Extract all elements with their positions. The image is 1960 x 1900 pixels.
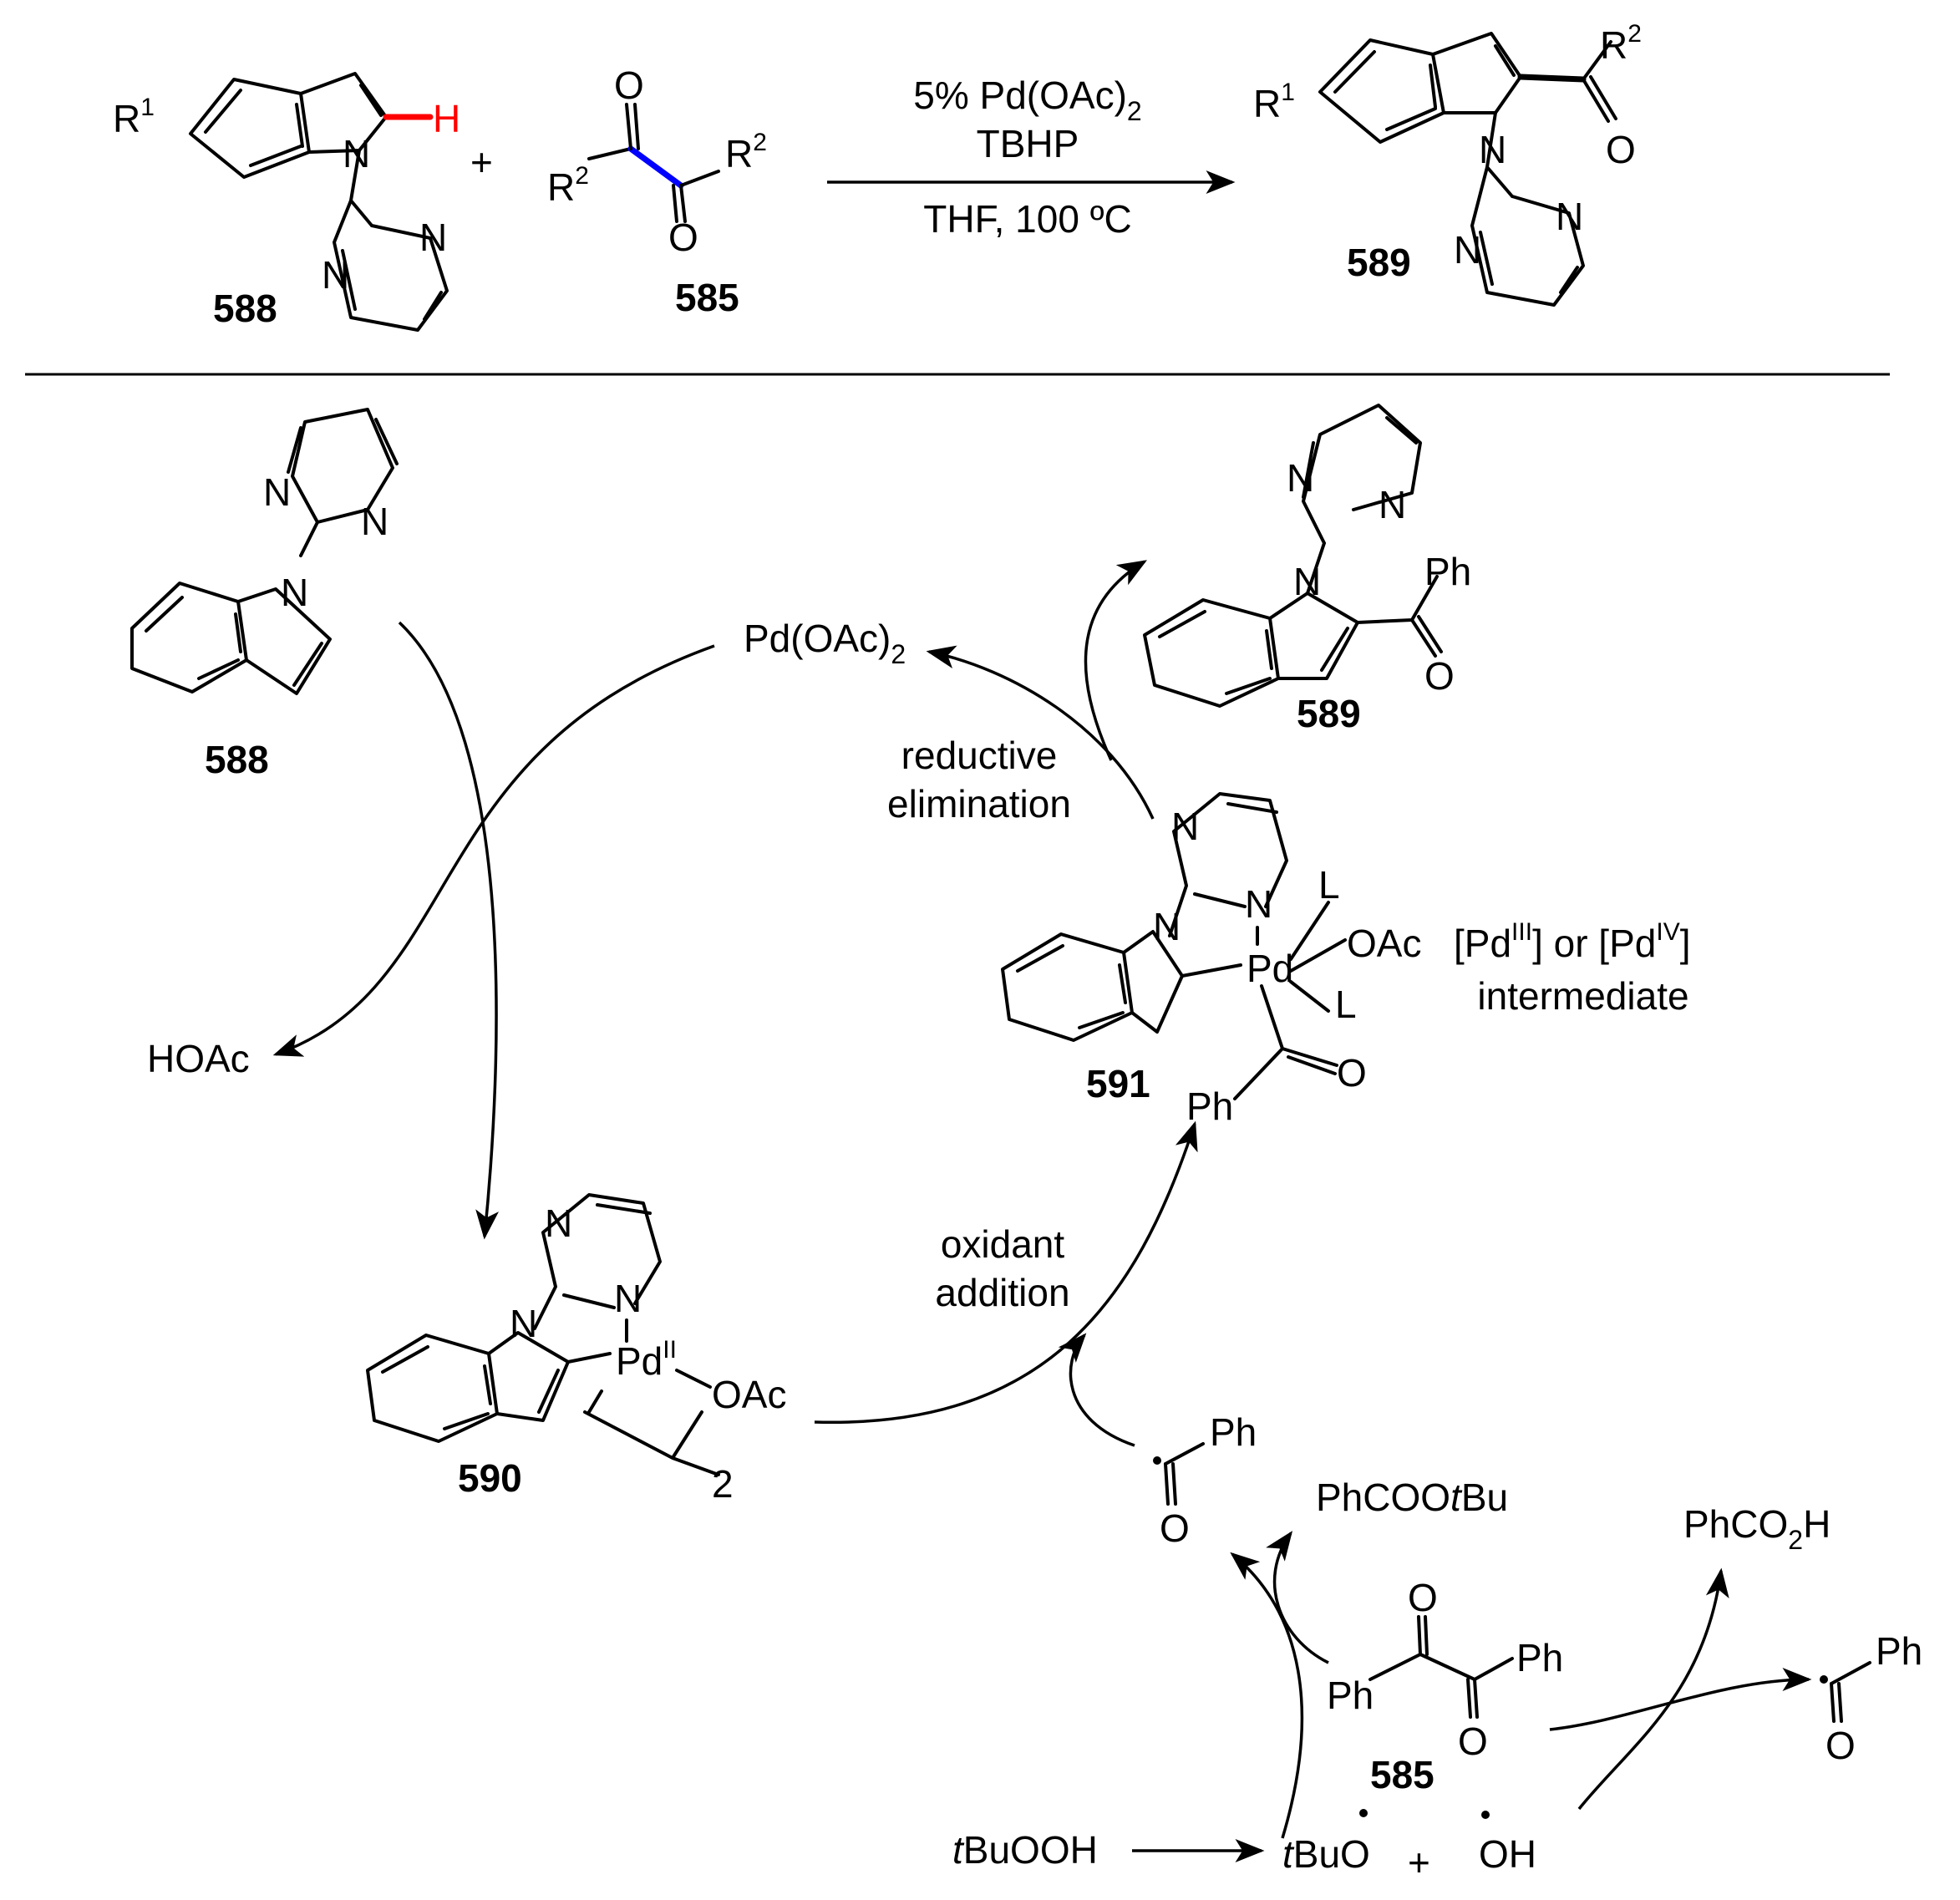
h-atom: H	[433, 97, 460, 140]
pyr-n-591b: N	[1245, 882, 1272, 926]
oac-590: OAc	[712, 1373, 786, 1416]
ph-radical-1: Ph	[1210, 1410, 1257, 1454]
o-atom-top: O	[614, 64, 644, 107]
pd-591: Pd	[1247, 947, 1293, 990]
ligand-591b: L	[1335, 983, 1357, 1026]
compound-590: N N N PdII OAc 2 590	[366, 1193, 786, 1506]
elimination-label: elimination	[887, 782, 1071, 826]
indole-n: N	[343, 132, 370, 175]
arrow-to-phco2h	[1577, 1567, 1729, 1811]
pyrimidine-n-588a: N	[263, 470, 291, 514]
oxidant-label: oxidant	[941, 1222, 1065, 1266]
compound-589-structure: R1 R2 O N N N 589	[1253, 20, 1642, 307]
compound-589-label: 589	[1347, 241, 1411, 284]
arrow-radical-to-cycle	[1058, 1333, 1135, 1447]
ligand-591a: L	[1318, 863, 1340, 907]
pyrimidine-n2-product: N	[1556, 195, 1583, 238]
r2-product: R2	[1600, 20, 1642, 67]
phco2h-label: PhCO2H	[1683, 1502, 1831, 1555]
benzoyl-radical-1: Ph O	[1153, 1410, 1257, 1550]
indole-n-590: N	[510, 1302, 537, 1345]
o-atom-bottom: O	[668, 216, 698, 259]
catalytic-cycle: 588 N N N 588 Pd(OAc)2 HOAc reductive el…	[130, 404, 1922, 1884]
r2-left: R2	[547, 162, 589, 209]
o-589: O	[1424, 654, 1455, 698]
oh-label: OH	[1479, 1832, 1536, 1876]
tbuo-radical: tBuO	[1282, 1809, 1370, 1876]
pd-590: PdII	[616, 1336, 677, 1383]
cycle-label-591: 591	[1086, 1062, 1150, 1105]
compound-591: N N N Pd L OAc L O Ph 591 [PdIII] or [Pd…	[1001, 792, 1691, 1128]
indole-n-589: N	[1293, 560, 1321, 603]
phcootbu-label: PhCOOtBu	[1316, 1476, 1508, 1519]
tbuooh-label: tBuOOH	[952, 1828, 1098, 1872]
conditions-solvent-temp: THF, 100 ºC	[923, 197, 1131, 241]
arrow-reductive-elimination	[926, 645, 1155, 820]
ph-585b: Ph	[1516, 1636, 1563, 1679]
o-591: O	[1337, 1051, 1367, 1095]
cycle-label-585: 585	[1370, 1753, 1434, 1796]
pyrimidine-n-588b: N	[361, 500, 388, 543]
pyr-n-590b: N	[614, 1277, 642, 1320]
arrow-to-benzoyl-radical-2	[1549, 1668, 1812, 1731]
arrow-pdoac2-to-hoac	[272, 644, 715, 1057]
arrow-588-to-590	[398, 621, 500, 1240]
reductive-label: reductive	[901, 734, 1058, 777]
o-radical-1: O	[1160, 1506, 1190, 1550]
arrow-tbuo-to-radical	[1230, 1552, 1304, 1839]
o-585b: O	[1458, 1720, 1488, 1763]
pyrimidine-n1-product: N	[1454, 228, 1481, 272]
o-585a: O	[1408, 1576, 1438, 1619]
cycle-compound-588: 588 N N N 588	[130, 408, 399, 781]
cycle-compound-585: Ph Ph O O 585	[1327, 1576, 1563, 1796]
ph-585a: Ph	[1327, 1674, 1374, 1717]
r1-label-product: R1	[1253, 79, 1295, 125]
dimer-subscript: 2	[712, 1462, 734, 1506]
oac-591: OAc	[1347, 922, 1421, 965]
plus-radicals: +	[1408, 1841, 1430, 1884]
compound-588-label: 588	[213, 287, 277, 330]
o-radical-2: O	[1825, 1724, 1856, 1767]
pyr-n-589b: N	[1379, 483, 1406, 526]
r2-right: R2	[725, 129, 767, 175]
cycle-label-589: 589	[1297, 692, 1361, 735]
intermediate-label: intermediate	[1477, 974, 1688, 1018]
plus-sign: +	[470, 140, 493, 184]
conditions-oxidant: TBHP	[977, 122, 1079, 165]
arrow-release-589	[1084, 560, 1147, 761]
conditions-catalyst: 5% Pd(OAc)2	[913, 74, 1141, 126]
compound-585-structure: O O R2 R2 585	[547, 64, 767, 319]
pd-oxidation-state: [PdIII] or [PdIV]	[1454, 918, 1691, 965]
o-atom-product: O	[1606, 128, 1636, 171]
pyrimidine-n1: N	[322, 253, 349, 297]
ph-591: Ph	[1186, 1085, 1233, 1128]
pyr-n-591a: N	[1171, 805, 1199, 848]
indole-n-591: N	[1153, 905, 1181, 948]
arrow-benzil-to-phcootbu	[1266, 1531, 1329, 1664]
r1-label: R1	[113, 94, 155, 140]
hydroxyl-radical: OH	[1479, 1811, 1536, 1876]
benzoyl-radical-2: Ph O	[1820, 1629, 1922, 1767]
indole-n-588c: N	[281, 571, 308, 614]
cycle-compound-589: N N N Ph O 589	[1143, 404, 1471, 735]
reaction-equation: R1 H N N N 588 + O O R2 R2 585 5% Pd(OAc…	[113, 20, 1642, 332]
pd-oac2-label: Pd(OAc)2	[744, 617, 906, 669]
cycle-label-588: 588	[205, 738, 269, 781]
pyr-n-590a: N	[545, 1201, 572, 1245]
tbuo-label: tBuO	[1282, 1832, 1370, 1876]
addition-label: addition	[935, 1271, 1069, 1314]
compound-585-label: 585	[675, 276, 739, 319]
ph-radical-2: Ph	[1876, 1629, 1922, 1673]
cycle-label-590: 590	[458, 1456, 522, 1500]
ph-589: Ph	[1424, 550, 1471, 593]
pyrimidine-n2: N	[419, 216, 447, 259]
indole-n-product: N	[1479, 128, 1506, 171]
compound-588-structure: R1 H N N N 588	[113, 72, 460, 332]
hoac-label: HOAc	[147, 1037, 250, 1080]
pyr-n-589a: N	[1287, 456, 1314, 500]
